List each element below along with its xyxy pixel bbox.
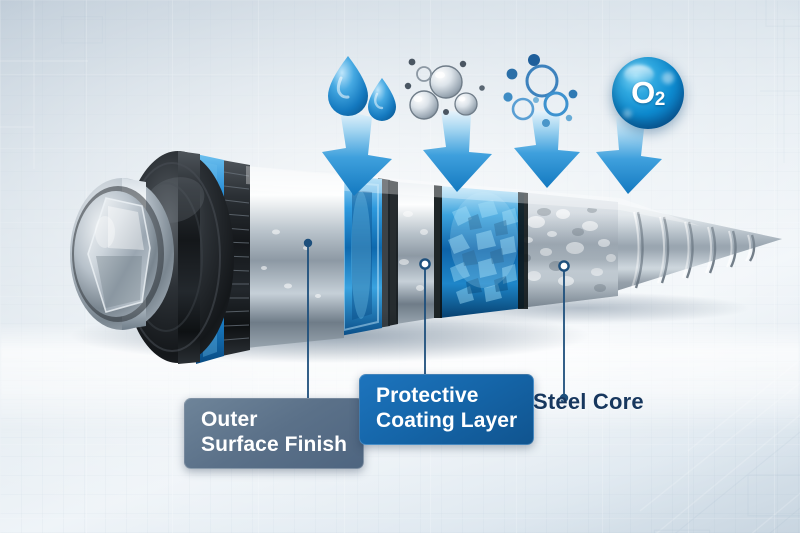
arrow-1 (322, 110, 392, 196)
arrow-3 (514, 110, 580, 188)
arrow-2 (423, 110, 492, 192)
callout-protective-coating-layer[interactable]: Protective Coating Layer (359, 374, 535, 446)
oxygen-badge-highlight-small (623, 109, 632, 118)
oxygen-badge-highlight (662, 72, 674, 84)
oxygen-badge-gloss (624, 65, 654, 84)
callout-outer-surface-finish[interactable]: Outer Surface Finish (184, 398, 365, 470)
screw-hex-head (70, 178, 174, 330)
screw-chrome-shank (246, 166, 344, 348)
ion-ring-icon (503, 54, 578, 127)
callout-steel-core: Steel Core (533, 389, 644, 414)
bubble-cluster-icon (404, 58, 485, 120)
screw-steel-core-section (520, 192, 618, 308)
screw-coating-layer-section (432, 185, 528, 318)
water-droplet-icon (328, 56, 396, 121)
oxygen-badge-icon: O2 (612, 57, 684, 129)
arrow-4 (596, 116, 662, 194)
